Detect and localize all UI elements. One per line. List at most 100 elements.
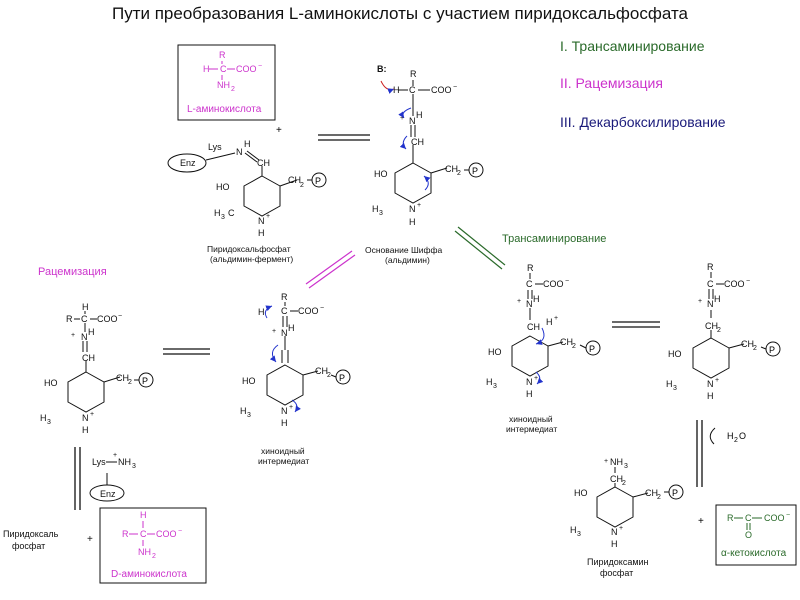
svg-text:+: + — [604, 458, 608, 465]
svg-text:CH: CH — [82, 353, 95, 363]
svg-text:N: N — [82, 413, 89, 423]
svg-text:C: C — [81, 314, 88, 324]
svg-text:HO: HO — [488, 347, 502, 357]
svg-text:CH: CH — [445, 164, 458, 174]
svg-text:P: P — [589, 344, 595, 354]
svg-text:C: C — [707, 279, 714, 289]
svg-text:NH: NH — [610, 457, 623, 467]
transamination-path-arrows — [454, 226, 506, 270]
left-vertical-arrows — [74, 447, 81, 510]
svg-text:2: 2 — [231, 86, 235, 93]
svg-text:H: H — [526, 389, 533, 399]
svg-text:H: H — [533, 294, 540, 304]
svg-text:P: P — [339, 373, 345, 383]
svg-text:Lys: Lys — [208, 142, 222, 152]
svg-text:R: R — [410, 69, 417, 79]
svg-text:Enz: Enz — [100, 489, 116, 499]
svg-text:CH: CH — [527, 322, 540, 332]
svg-text:+: + — [87, 534, 93, 545]
svg-text:2: 2 — [572, 343, 576, 350]
svg-text:H: H — [214, 208, 221, 218]
lys-enzyme — [89, 461, 125, 502]
svg-text:H: H — [140, 510, 147, 520]
svg-text:Lys: Lys — [92, 457, 106, 467]
svg-text:H: H — [203, 64, 210, 74]
svg-text:R: R — [219, 50, 226, 60]
svg-text:3: 3 — [673, 385, 677, 392]
svg-text:COO: COO — [156, 529, 177, 539]
svg-text:R: R — [707, 262, 714, 272]
svg-text:H: H — [486, 377, 493, 387]
quinoid-intermediate-right — [511, 273, 564, 377]
svg-text:3: 3 — [247, 412, 251, 419]
svg-text:3: 3 — [624, 463, 628, 470]
svg-text:2: 2 — [152, 553, 156, 560]
svg-text:N: N — [281, 328, 288, 338]
svg-text:H: H — [240, 406, 247, 416]
d-amino-frame — [99, 507, 207, 584]
svg-text:R: R — [527, 263, 534, 273]
svg-text:H: H — [82, 425, 89, 435]
svg-text:COO: COO — [431, 85, 452, 95]
svg-text:3: 3 — [132, 463, 136, 470]
svg-text:COO: COO — [298, 306, 319, 316]
svg-text:H: H — [258, 228, 265, 238]
svg-text:C: C — [281, 306, 288, 316]
svg-text:+: + — [517, 298, 521, 305]
svg-text:H: H — [258, 307, 265, 317]
quinoid-intermediate-left — [266, 302, 319, 406]
svg-text:H: H — [393, 85, 400, 95]
schiff-base — [394, 80, 448, 204]
svg-text:−: − — [118, 313, 122, 320]
svg-text:N: N — [258, 216, 265, 226]
svg-text:CH: CH — [257, 158, 270, 168]
svg-text:C: C — [745, 513, 752, 523]
svg-text:C: C — [140, 529, 147, 539]
svg-text:CH: CH — [705, 321, 718, 331]
svg-text:2: 2 — [457, 170, 461, 177]
svg-text:B:: B: — [377, 64, 387, 74]
svg-text:2: 2 — [622, 480, 626, 487]
svg-text:N: N — [281, 406, 288, 416]
svg-text:R: R — [66, 314, 73, 324]
svg-text:O: O — [745, 530, 752, 540]
svg-text:P: P — [769, 345, 775, 355]
svg-text:H: H — [727, 431, 734, 441]
svg-text:+: + — [554, 315, 558, 322]
svg-text:+: + — [90, 411, 94, 418]
svg-text:N: N — [409, 116, 416, 126]
svg-text:CH: CH — [116, 373, 129, 383]
racemized-aldimine — [67, 311, 121, 413]
svg-text:H: H — [714, 294, 721, 304]
quinoid-right-label-2: интермедиат — [506, 424, 557, 434]
svg-text:H: H — [666, 379, 673, 389]
svg-text:2: 2 — [717, 327, 721, 334]
svg-text:+: + — [715, 377, 719, 384]
svg-text:2: 2 — [734, 437, 738, 444]
svg-text:R: R — [727, 513, 734, 523]
svg-text:HO: HO — [574, 488, 588, 498]
svg-text:+: + — [698, 298, 702, 305]
svg-text:HO: HO — [374, 169, 388, 179]
svg-text:N: N — [526, 299, 533, 309]
racemization-path-arrows — [305, 250, 356, 289]
svg-text:+: + — [289, 404, 293, 411]
svg-text:2: 2 — [128, 379, 132, 386]
keto-acid-label: α-кетокислота — [721, 548, 787, 559]
pmp-label-2: фосфат — [600, 568, 633, 578]
svg-text:CH: CH — [315, 366, 328, 376]
svg-text:−: − — [178, 528, 182, 535]
pmp-label-1: Пиридоксамин — [587, 557, 649, 567]
quinoid-left-label-1: хиноидный — [261, 446, 305, 456]
svg-text:R: R — [122, 529, 129, 539]
plp-bottom-label-1: Пиридоксаль — [3, 529, 59, 539]
equilibrium-arrows-3 — [612, 321, 660, 328]
plp-enzyme — [167, 150, 298, 217]
svg-text:H: H — [288, 323, 295, 333]
schiff-label-2: (альдимин) — [385, 255, 430, 265]
svg-text:NH: NH — [138, 547, 151, 557]
plp-label-2: (альдимин-фермент) — [210, 254, 293, 264]
svg-text:P: P — [315, 176, 321, 186]
svg-text:COO: COO — [764, 513, 785, 523]
